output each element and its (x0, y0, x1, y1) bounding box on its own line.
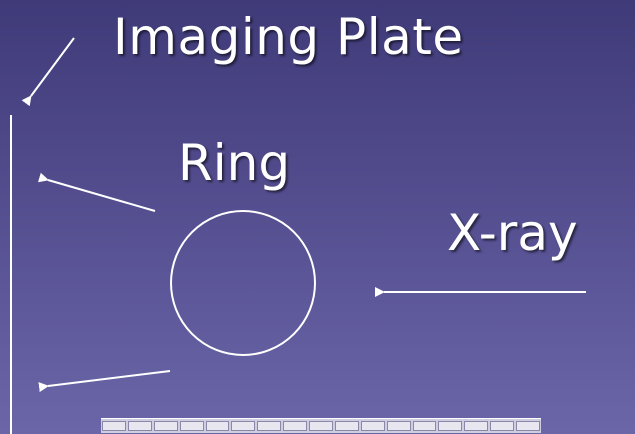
taskbar-item[interactable] (309, 421, 333, 431)
taskbar-item[interactable] (464, 421, 488, 431)
taskbar-item[interactable] (361, 421, 385, 431)
ring-circle (171, 211, 315, 355)
taskbar-item[interactable] (490, 421, 514, 431)
taskbar-item[interactable] (231, 421, 255, 431)
taskbar-item[interactable] (257, 421, 281, 431)
taskbar-item[interactable] (206, 421, 230, 431)
diffracted-beam-upper-arrow (48, 180, 155, 211)
taskbar-item[interactable] (413, 421, 437, 431)
taskbar (101, 418, 541, 433)
taskbar-item[interactable] (387, 421, 411, 431)
taskbar-item[interactable] (438, 421, 462, 431)
taskbar-item[interactable] (283, 421, 307, 431)
taskbar-item[interactable] (180, 421, 204, 431)
taskbar-item[interactable] (516, 421, 540, 431)
taskbar-item[interactable] (154, 421, 178, 431)
taskbar-item[interactable] (102, 421, 126, 431)
taskbar-item[interactable] (335, 421, 359, 431)
taskbar-item[interactable] (128, 421, 152, 431)
diffracted-beam-lower-arrow (48, 371, 170, 386)
plate-pointer-arrow (31, 38, 74, 96)
